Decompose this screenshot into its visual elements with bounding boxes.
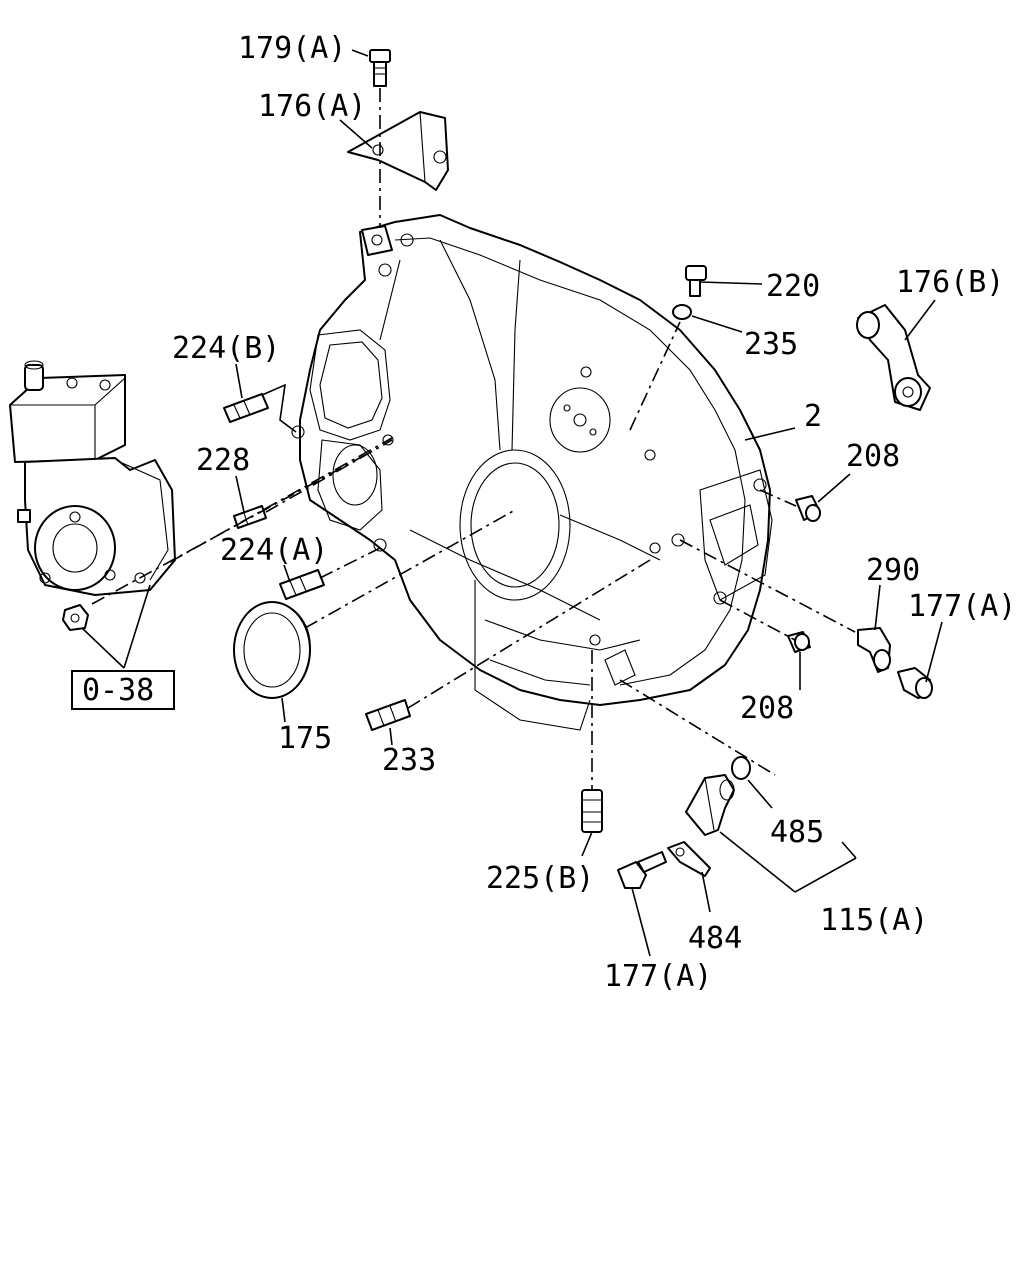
bolt-177A-right — [897, 667, 933, 699]
bolt-179A — [369, 49, 391, 87]
stud-233 — [365, 699, 411, 731]
plug-208-lower — [787, 631, 811, 653]
stud-225B — [581, 789, 603, 833]
bolt-177A-lower — [617, 851, 667, 889]
bolt-220 — [685, 265, 707, 297]
label-208-lower: 208 — [740, 691, 794, 726]
stud-224A — [279, 569, 325, 600]
sensor-290 — [857, 627, 891, 673]
label-233: 233 — [382, 743, 436, 778]
label-176B: 176(B) — [896, 265, 1004, 300]
label-176A: 176(A) — [258, 89, 366, 124]
callout-labels: 179(A) 176(A) 220 176(B) 235 224(B) 2 20… — [71, 31, 1016, 994]
plug-208-upper — [795, 495, 821, 522]
oring-235 — [672, 304, 692, 320]
label-175: 175 — [278, 721, 332, 756]
plate-484 — [667, 841, 711, 877]
stud-224B — [223, 393, 269, 423]
label-228: 228 — [196, 443, 250, 478]
label-224B: 224(B) — [172, 331, 280, 366]
label-484: 484 — [688, 921, 742, 956]
flywheel-housing — [291, 214, 773, 731]
label-208-upper: 208 — [846, 439, 900, 474]
bracket-176B — [856, 304, 931, 411]
label-2: 2 — [804, 399, 822, 434]
reference-box — [71, 670, 175, 710]
label-179A: 179(A) — [238, 31, 346, 66]
compressor-nut — [62, 604, 89, 631]
oring-485 — [731, 756, 751, 780]
label-225B: 225(B) — [486, 861, 594, 896]
label-235: 235 — [744, 327, 798, 362]
bracket-176A — [347, 111, 449, 191]
label-177A-lower: 177(A) — [604, 959, 712, 994]
label-290: 290 — [866, 553, 920, 588]
assembly-centerlines — [91, 88, 856, 790]
air-compressor — [9, 360, 176, 596]
sensor-115A — [685, 774, 735, 836]
label-224A: 224(A) — [220, 533, 328, 568]
label-177A-right: 177(A) — [908, 589, 1016, 624]
label-485: 485 — [770, 815, 824, 850]
oil-seal-175 — [233, 601, 311, 699]
label-115A: 115(A) — [820, 903, 928, 938]
label-220: 220 — [766, 269, 820, 304]
leader-lines — [81, 49, 943, 957]
label-0-38: 0-38 — [82, 673, 154, 708]
